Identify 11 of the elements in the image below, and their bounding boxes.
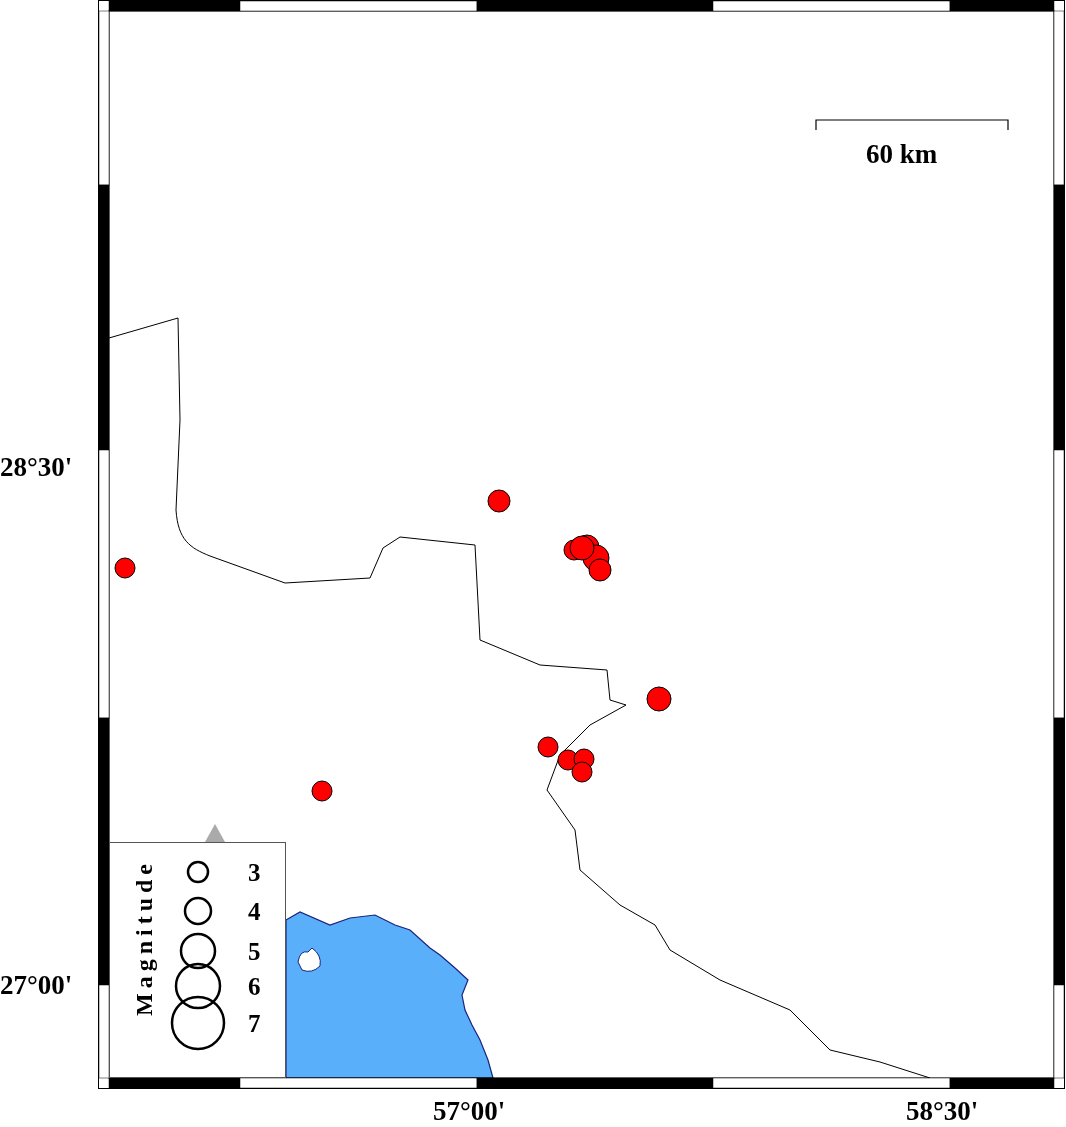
legend-value: 4 (248, 899, 261, 924)
legend-value: 6 (248, 974, 261, 999)
coordinate-label: 58°30' (906, 1098, 979, 1125)
coordinate-label: 57°00' (433, 1098, 506, 1125)
legend-title: Magnitude (132, 859, 156, 1016)
coordinate-label: 27°00' (0, 972, 73, 999)
legend-value: 3 (248, 860, 261, 885)
legend-value: 5 (248, 939, 261, 964)
coordinate-label: 28°30' (0, 454, 73, 481)
scale-label: 60 km (866, 141, 938, 168)
legend-value: 7 (248, 1011, 261, 1036)
